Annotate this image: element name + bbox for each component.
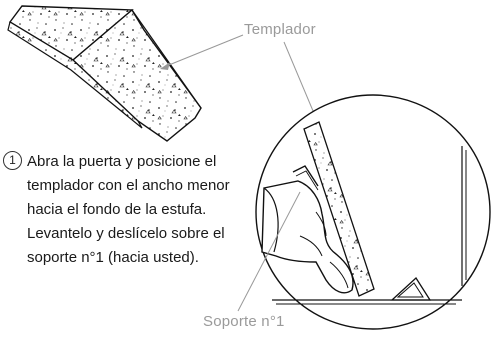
templador-arrowhead bbox=[160, 62, 170, 70]
hook bbox=[292, 165, 319, 187]
soporte-label: Soporte n°1 bbox=[203, 313, 285, 330]
templador-label: Templador bbox=[244, 21, 316, 38]
stone-in-oven bbox=[303, 121, 375, 297]
step-text: Abra la puerta y posicione el templador … bbox=[27, 153, 230, 266]
templador-pointer-to-slab bbox=[163, 34, 244, 68]
support-bracket bbox=[390, 276, 432, 301]
gloved-hand bbox=[261, 180, 354, 294]
oven-detail-circle bbox=[255, 94, 491, 330]
step-number-badge: 1 bbox=[3, 151, 22, 170]
soporte-pointer bbox=[237, 191, 301, 312]
baking-stone-slab bbox=[7, 5, 202, 142]
templador-pointer-to-oven bbox=[283, 41, 317, 119]
